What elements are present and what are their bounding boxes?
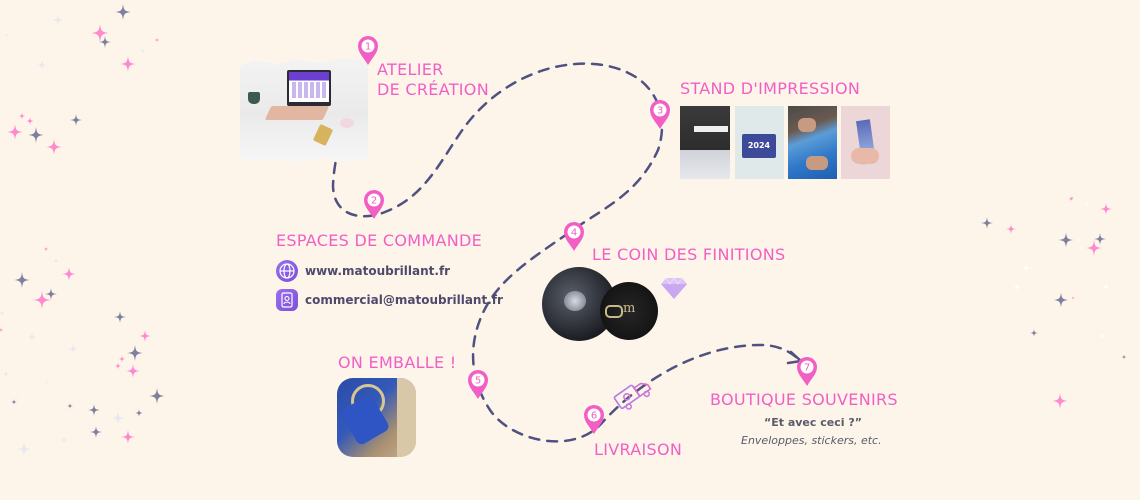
email-text: commercial@matoubrillant.fr xyxy=(305,293,503,307)
printer-photo xyxy=(680,106,730,179)
step-title-on-emballe: ON EMBALLE ! xyxy=(338,353,457,372)
step-title-coin-finitions: LE COIN DES FINITIONS xyxy=(592,245,786,264)
color-swatches-photo xyxy=(788,106,837,179)
map-pin-5: 5 xyxy=(466,368,490,400)
svg-text:3: 3 xyxy=(657,106,663,117)
svg-text:1: 1 xyxy=(365,42,371,53)
step-title-livraison: LIVRAISON xyxy=(594,440,683,459)
globe-icon xyxy=(276,260,298,282)
laptop-desk-photo xyxy=(240,58,368,162)
tape-dispenser-photo xyxy=(337,378,416,457)
svg-text:2: 2 xyxy=(371,196,377,207)
website-link[interactable]: www.matoubrillant.fr xyxy=(276,260,450,282)
map-pin-1: 1 xyxy=(356,34,380,66)
map-pin-7: 7 xyxy=(795,355,819,387)
title-line-2: DE CRÉATION xyxy=(377,80,489,99)
embossed-logo-stickers-photo: m xyxy=(542,267,662,341)
step-title-boutique-souvenirs: BOUTIQUE SOUVENIRS xyxy=(710,390,898,409)
address-book-icon xyxy=(276,289,298,311)
step-title-atelier: ATELIER DE CRÉATION xyxy=(377,60,489,100)
calendar-2024-card-photo: 2024 xyxy=(735,106,784,179)
email-link[interactable]: commercial@matoubrillant.fr xyxy=(276,289,503,311)
map-pin-6: 6 xyxy=(582,403,606,435)
title-line-1: ATELIER xyxy=(377,60,444,79)
delivery-truck-icon xyxy=(613,382,652,410)
map-pin-3: 3 xyxy=(648,98,672,130)
bookmark-in-hand-photo xyxy=(841,106,890,179)
map-pin-4: 4 xyxy=(562,220,586,252)
step-title-espaces-commande: ESPACES DE COMMANDE xyxy=(276,231,483,250)
year-label: 2024 xyxy=(742,134,776,158)
website-text: www.matoubrillant.fr xyxy=(305,264,451,278)
svg-text:6: 6 xyxy=(591,411,597,422)
boutique-subtitle: Enveloppes, stickers, etc. xyxy=(741,434,882,447)
map-pin-2: 2 xyxy=(362,188,386,220)
svg-text:5: 5 xyxy=(475,376,481,387)
svg-text:4: 4 xyxy=(571,228,577,239)
diamond-icon xyxy=(661,277,687,299)
boutique-quote: “Et avec ceci ?” xyxy=(764,416,862,429)
svg-text:7: 7 xyxy=(804,363,810,374)
step-title-stand-impression: STAND D'IMPRESSION xyxy=(680,79,861,98)
